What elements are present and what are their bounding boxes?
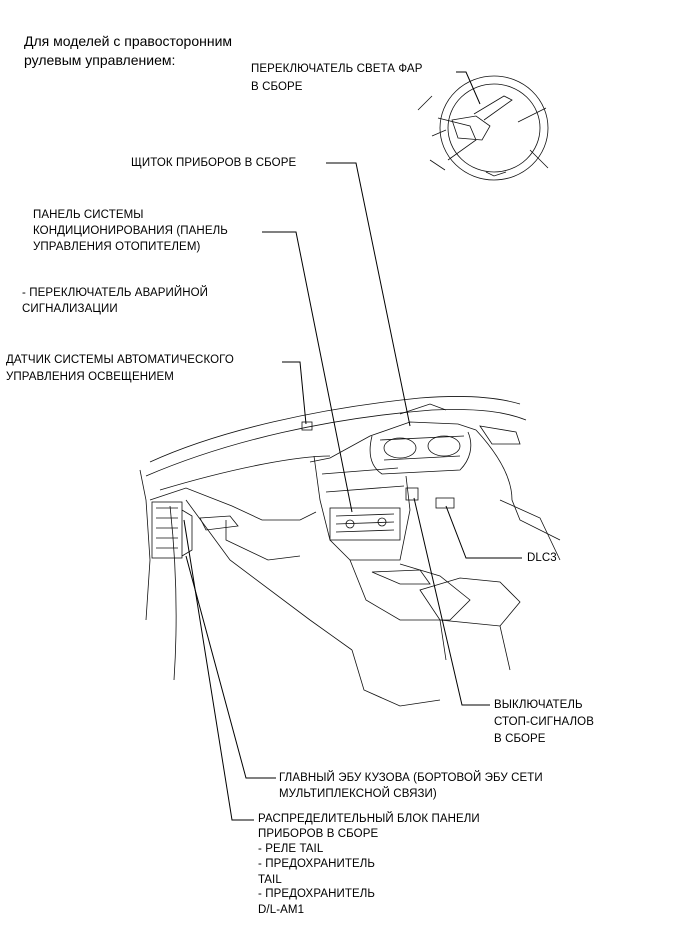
stop-lamp-switch-label-1: ВЫКЛЮЧАТЕЛЬ: [494, 699, 583, 711]
hazard-switch-label-2: СИГНАЛИЗАЦИИ: [22, 303, 118, 315]
light-sensor-label-2: УПРАВЛЕНИЯ ОСВЕЩЕНИЕМ: [6, 371, 174, 383]
models-note-line1: Для моделей с правосторонним: [24, 33, 233, 49]
ac-panel-label-3: УПРАВЛЕНИЯ ОТОПИТЕЛЕМ): [33, 241, 201, 253]
junction-block-label-1: РАСПРЕДЕЛИТЕЛЬНЫЙ БЛОК ПАНЕЛИ: [258, 813, 480, 825]
junction-block-label-5: TAIL: [258, 874, 282, 886]
junction-block-label-3: - РЕЛЕ TAIL: [258, 843, 324, 855]
ac-panel-label-1: ПАНЕЛЬ СИСТЕМЫ: [33, 209, 144, 221]
hazard-switch-label-1: - ПЕРЕКЛЮЧАТЕЛЬ АВАРИЙНОЙ: [22, 287, 209, 299]
light-sensor-label-1: ДАТЧИК СИСТЕМЫ АВТОМАТИЧЕСКОГО: [6, 354, 234, 366]
stop-lamp-switch-label-2: СТОП-СИГНАЛОВ: [494, 716, 594, 728]
dlc3-label: DLC3: [527, 552, 557, 564]
main-body-ecu-label-2: МУЛЬТИПЛЕКСНОЙ СВЯЗИ): [279, 788, 437, 800]
main-body-ecu-label-1: ГЛАВНЫЙ ЭБУ КУЗОВА (БОРТОВОЙ ЭБУ СЕТИ: [279, 772, 543, 784]
junction-block-label-4: - ПРЕДОХРАНИТЕЛЬ: [258, 858, 376, 870]
models-note-line2: рулевым управлением:: [24, 52, 176, 68]
stop-lamp-switch-label-3: В СБОРЕ: [494, 733, 546, 745]
ac-panel-label-2: КОНДИЦИОНИРОВАНИЯ (ПАНЕЛЬ: [33, 225, 228, 237]
headlight-switch-label-1: ПЕРЕКЛЮЧАТЕЛЬ СВЕТА ФАР: [251, 63, 423, 75]
leader-lines: [183, 71, 522, 821]
junction-block-label-2: ПРИБОРОВ В СБОРЕ: [258, 828, 379, 840]
headlight-switch-label-2: В СБОРЕ: [251, 81, 303, 93]
junction-block-label-7: D/L-AM1: [258, 904, 305, 916]
steering-wheel-inset: [417, 75, 549, 181]
dashboard-outline: [139, 395, 561, 707]
junction-block-label-6: - ПРЕДОХРАНИТЕЛЬ: [258, 888, 376, 900]
instrument-cluster-label: ЩИТОК ПРИБОРОВ В СБОРЕ: [131, 157, 297, 169]
